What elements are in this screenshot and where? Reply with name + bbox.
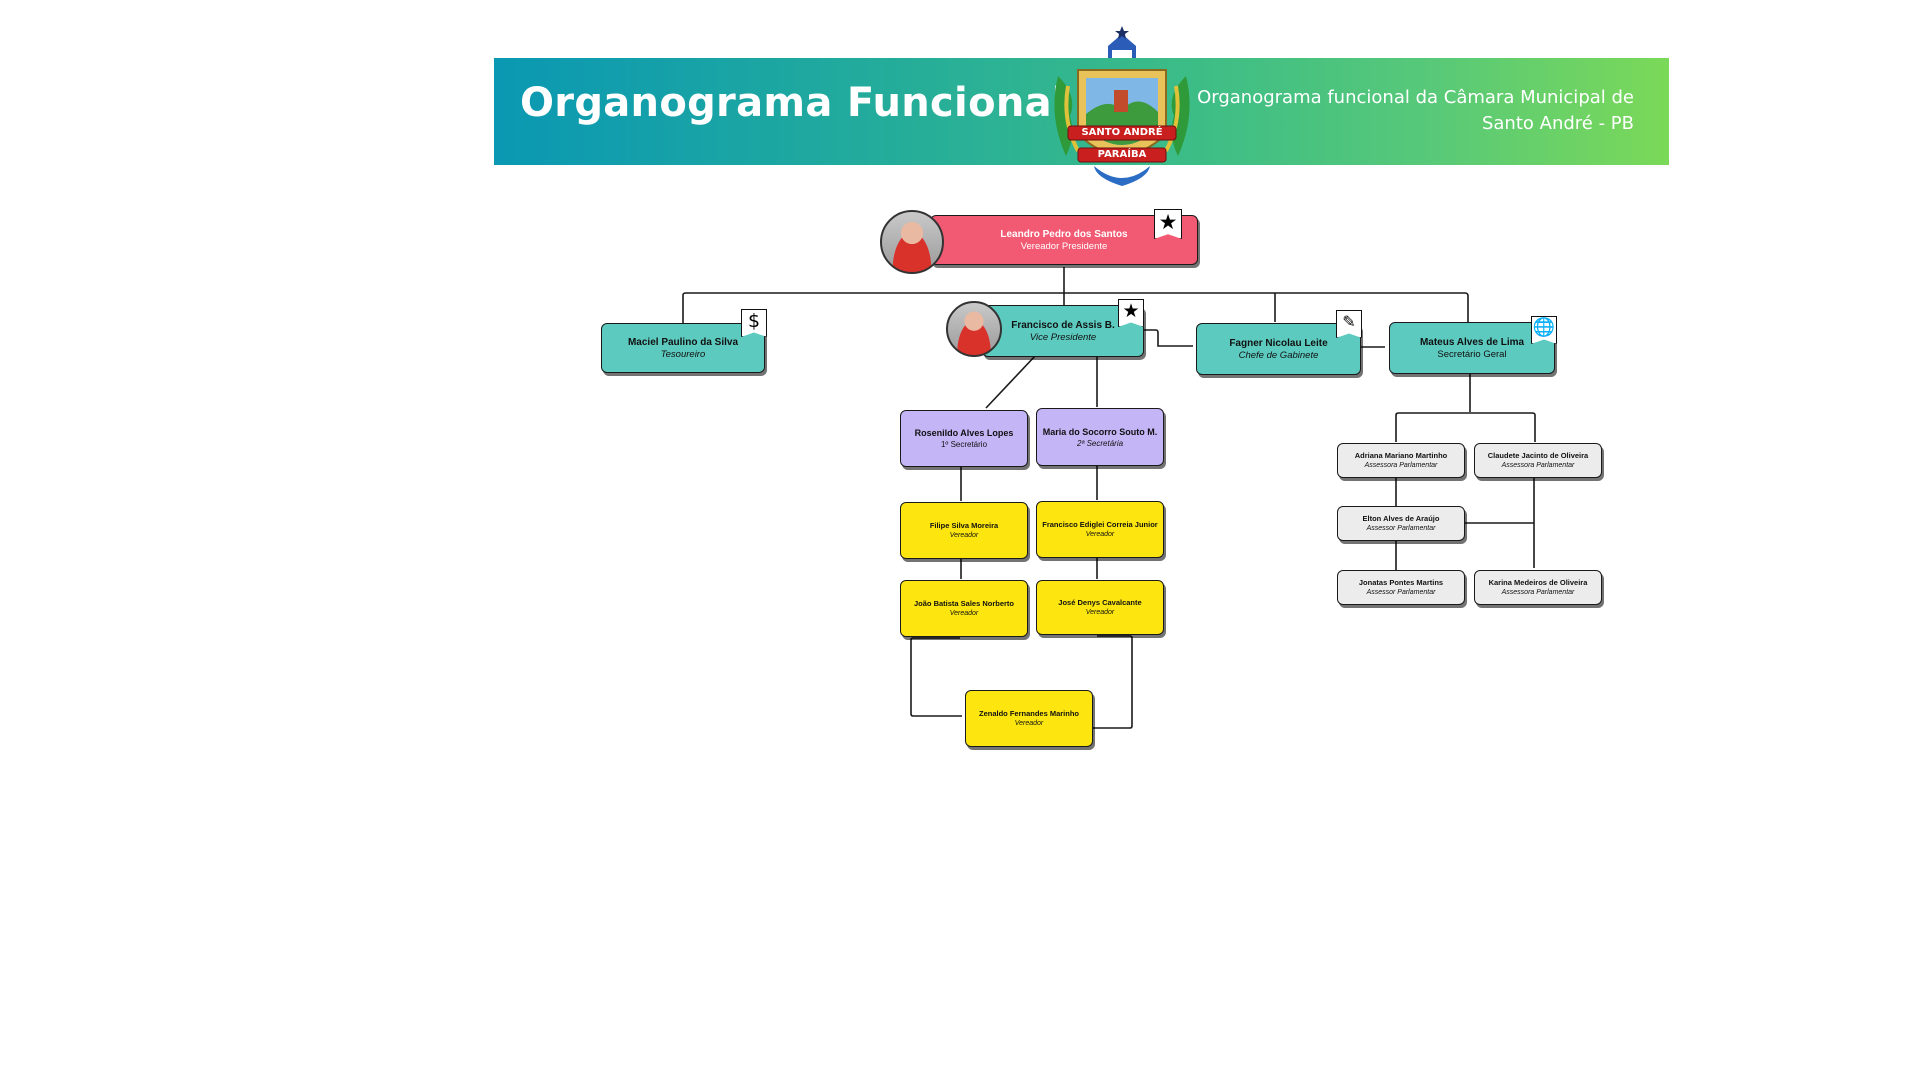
page-title: Organograma Funcional: [520, 80, 1066, 126]
node-secretary-2[interactable]: Maria do Socorro Souto M. 2ª Secretária: [1036, 408, 1164, 466]
node-president[interactable]: Leandro Pedro dos Santos Vereador Presid…: [930, 215, 1198, 265]
node-name: Zenaldo Fernandes Marinho: [978, 709, 1079, 718]
node-chief-of-staff[interactable]: Fagner Nicolau Leite Chefe de Gabinete: [1196, 323, 1361, 375]
node-role: Secretário Geral: [1437, 348, 1507, 360]
node-role: Tesoureiro: [660, 348, 706, 360]
node-name: Jonatas Pontes Martins: [1358, 578, 1444, 587]
node-role: Assessora Parlamentar: [1364, 462, 1438, 469]
node-role: Chefe de Gabinete: [1238, 349, 1319, 361]
node-councilor[interactable]: Francisco Ediglei Correia Junior Vereado…: [1036, 501, 1164, 558]
municipal-crest-icon: SANTO ANDRÉ PARAÍBA: [1048, 26, 1196, 190]
node-name: Filipe Silva Moreira: [929, 521, 999, 530]
node-role: Assessor Parlamentar: [1366, 525, 1436, 532]
node-general-secretary[interactable]: Mateus Alves de Lima Secretário Geral: [1389, 322, 1555, 374]
node-role: Vereador: [1085, 609, 1115, 616]
node-name: Rosenildo Alves Lopes: [914, 428, 1014, 438]
avatar-president: [880, 210, 944, 274]
node-name: Fagner Nicolau Leite: [1229, 337, 1328, 349]
node-role: Vereador: [1085, 531, 1115, 538]
node-advisor[interactable]: Jonatas Pontes Martins Assessor Parlamen…: [1337, 570, 1465, 605]
node-role: Vereador Presidente: [1020, 240, 1108, 252]
node-name: Karina Medeiros de Oliveira: [1488, 578, 1588, 587]
avatar-vice-president: [946, 301, 1002, 357]
node-name: Maria do Socorro Souto M.: [1042, 426, 1158, 437]
node-name: Elton Alves de Araújo: [1362, 514, 1440, 523]
node-name: José Denys Cavalcante: [1058, 598, 1142, 607]
pencil-icon: ✎: [1336, 310, 1362, 338]
node-advisor[interactable]: Karina Medeiros de Oliveira Assessora Pa…: [1474, 570, 1602, 605]
node-role: Assessor Parlamentar: [1366, 589, 1436, 596]
node-name: Leandro Pedro dos Santos: [1000, 228, 1128, 240]
node-role: Assessora Parlamentar: [1501, 462, 1575, 469]
node-name: Francisco de Assis B.: [1011, 319, 1115, 331]
node-advisor[interactable]: Claudete Jacinto de Oliveira Assessora P…: [1474, 443, 1602, 478]
node-name: Claudete Jacinto de Oliveira: [1487, 451, 1589, 460]
node-role: Assessora Parlamentar: [1501, 589, 1575, 596]
crest-line-1: SANTO ANDRÉ: [1081, 127, 1163, 138]
node-treasurer[interactable]: Maciel Paulino da Silva Tesoureiro: [601, 323, 765, 373]
crest-line-2: PARAÍBA: [1097, 149, 1147, 160]
node-councilor[interactable]: João Batista Sales Norberto Vereador: [900, 580, 1028, 637]
node-role: Vereador: [1014, 720, 1044, 727]
node-role: Vereador: [949, 532, 979, 539]
node-name: Adriana Mariano Martinho: [1354, 451, 1448, 460]
node-name: Maciel Paulino da Silva: [627, 336, 739, 348]
node-name: Mateus Alves de Lima: [1419, 336, 1525, 348]
node-councilor[interactable]: Filipe Silva Moreira Vereador: [900, 502, 1028, 559]
node-secretary-1[interactable]: Rosenildo Alves Lopes 1º Secretário: [900, 410, 1028, 467]
node-role: Vereador: [949, 610, 979, 617]
node-advisor[interactable]: Adriana Mariano Martinho Assessora Parla…: [1337, 443, 1465, 478]
node-name: Francisco Ediglei Correia Junior: [1042, 520, 1158, 529]
node-councilor[interactable]: Zenaldo Fernandes Marinho Vereador: [965, 690, 1093, 747]
globe-icon: 🌐: [1531, 316, 1557, 344]
node-councilor[interactable]: José Denys Cavalcante Vereador: [1036, 580, 1164, 635]
page-subtitle: Organograma funcional da Câmara Municipa…: [1197, 87, 1634, 134]
node-role: Vice Presidente: [1029, 331, 1097, 343]
star-icon: ★: [1154, 209, 1182, 239]
node-advisor[interactable]: Elton Alves de Araújo Assessor Parlament…: [1337, 506, 1465, 541]
node-role: 1º Secretário: [940, 440, 988, 449]
node-role: 2ª Secretária: [1076, 438, 1124, 448]
node-name: João Batista Sales Norberto: [913, 599, 1015, 608]
